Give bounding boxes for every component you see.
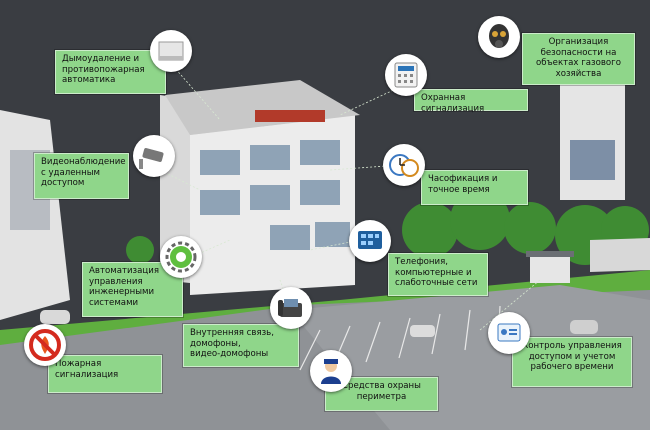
parking-lines bbox=[299, 305, 501, 371]
security-guard-icon bbox=[310, 350, 352, 392]
fire-prohibited-icon bbox=[24, 324, 66, 366]
access-card-icon bbox=[488, 312, 530, 354]
gear-icon bbox=[160, 236, 202, 278]
cctv-camera-icon bbox=[133, 135, 175, 177]
guard-booth bbox=[530, 255, 570, 283]
label-access-control: Контроль управления доступом и учетом ра… bbox=[512, 337, 632, 387]
gas-mask-icon bbox=[478, 16, 520, 58]
main-building-roof bbox=[165, 80, 360, 135]
label-clock-time: Часофикация и точное время bbox=[421, 170, 528, 205]
label-video-surveillance: Видеонаблюдение с удаленным доступом bbox=[34, 153, 129, 199]
clock-icon bbox=[383, 144, 425, 186]
ip-phone-icon bbox=[270, 287, 312, 329]
label-smoke-control: Дымоудаление и противопожарная автоматик… bbox=[55, 50, 166, 94]
label-security-alarm: Охранная сигнализация bbox=[414, 89, 528, 114]
label-gas-safety: Организация безопасности на объектах газ… bbox=[522, 33, 635, 85]
touch-panel-icon bbox=[349, 220, 391, 262]
label-intercom: Внутренняя связь, домофоны, видео-домофо… bbox=[183, 324, 299, 367]
label-fire-alarm: Пожарная сигнализация bbox=[48, 355, 162, 393]
alarm-keypad-icon bbox=[385, 54, 427, 96]
label-telephony-networks: Телефония, компьютерные и слаботочные се… bbox=[388, 253, 488, 296]
smoke-detector-icon bbox=[150, 30, 192, 72]
windows bbox=[200, 140, 350, 250]
